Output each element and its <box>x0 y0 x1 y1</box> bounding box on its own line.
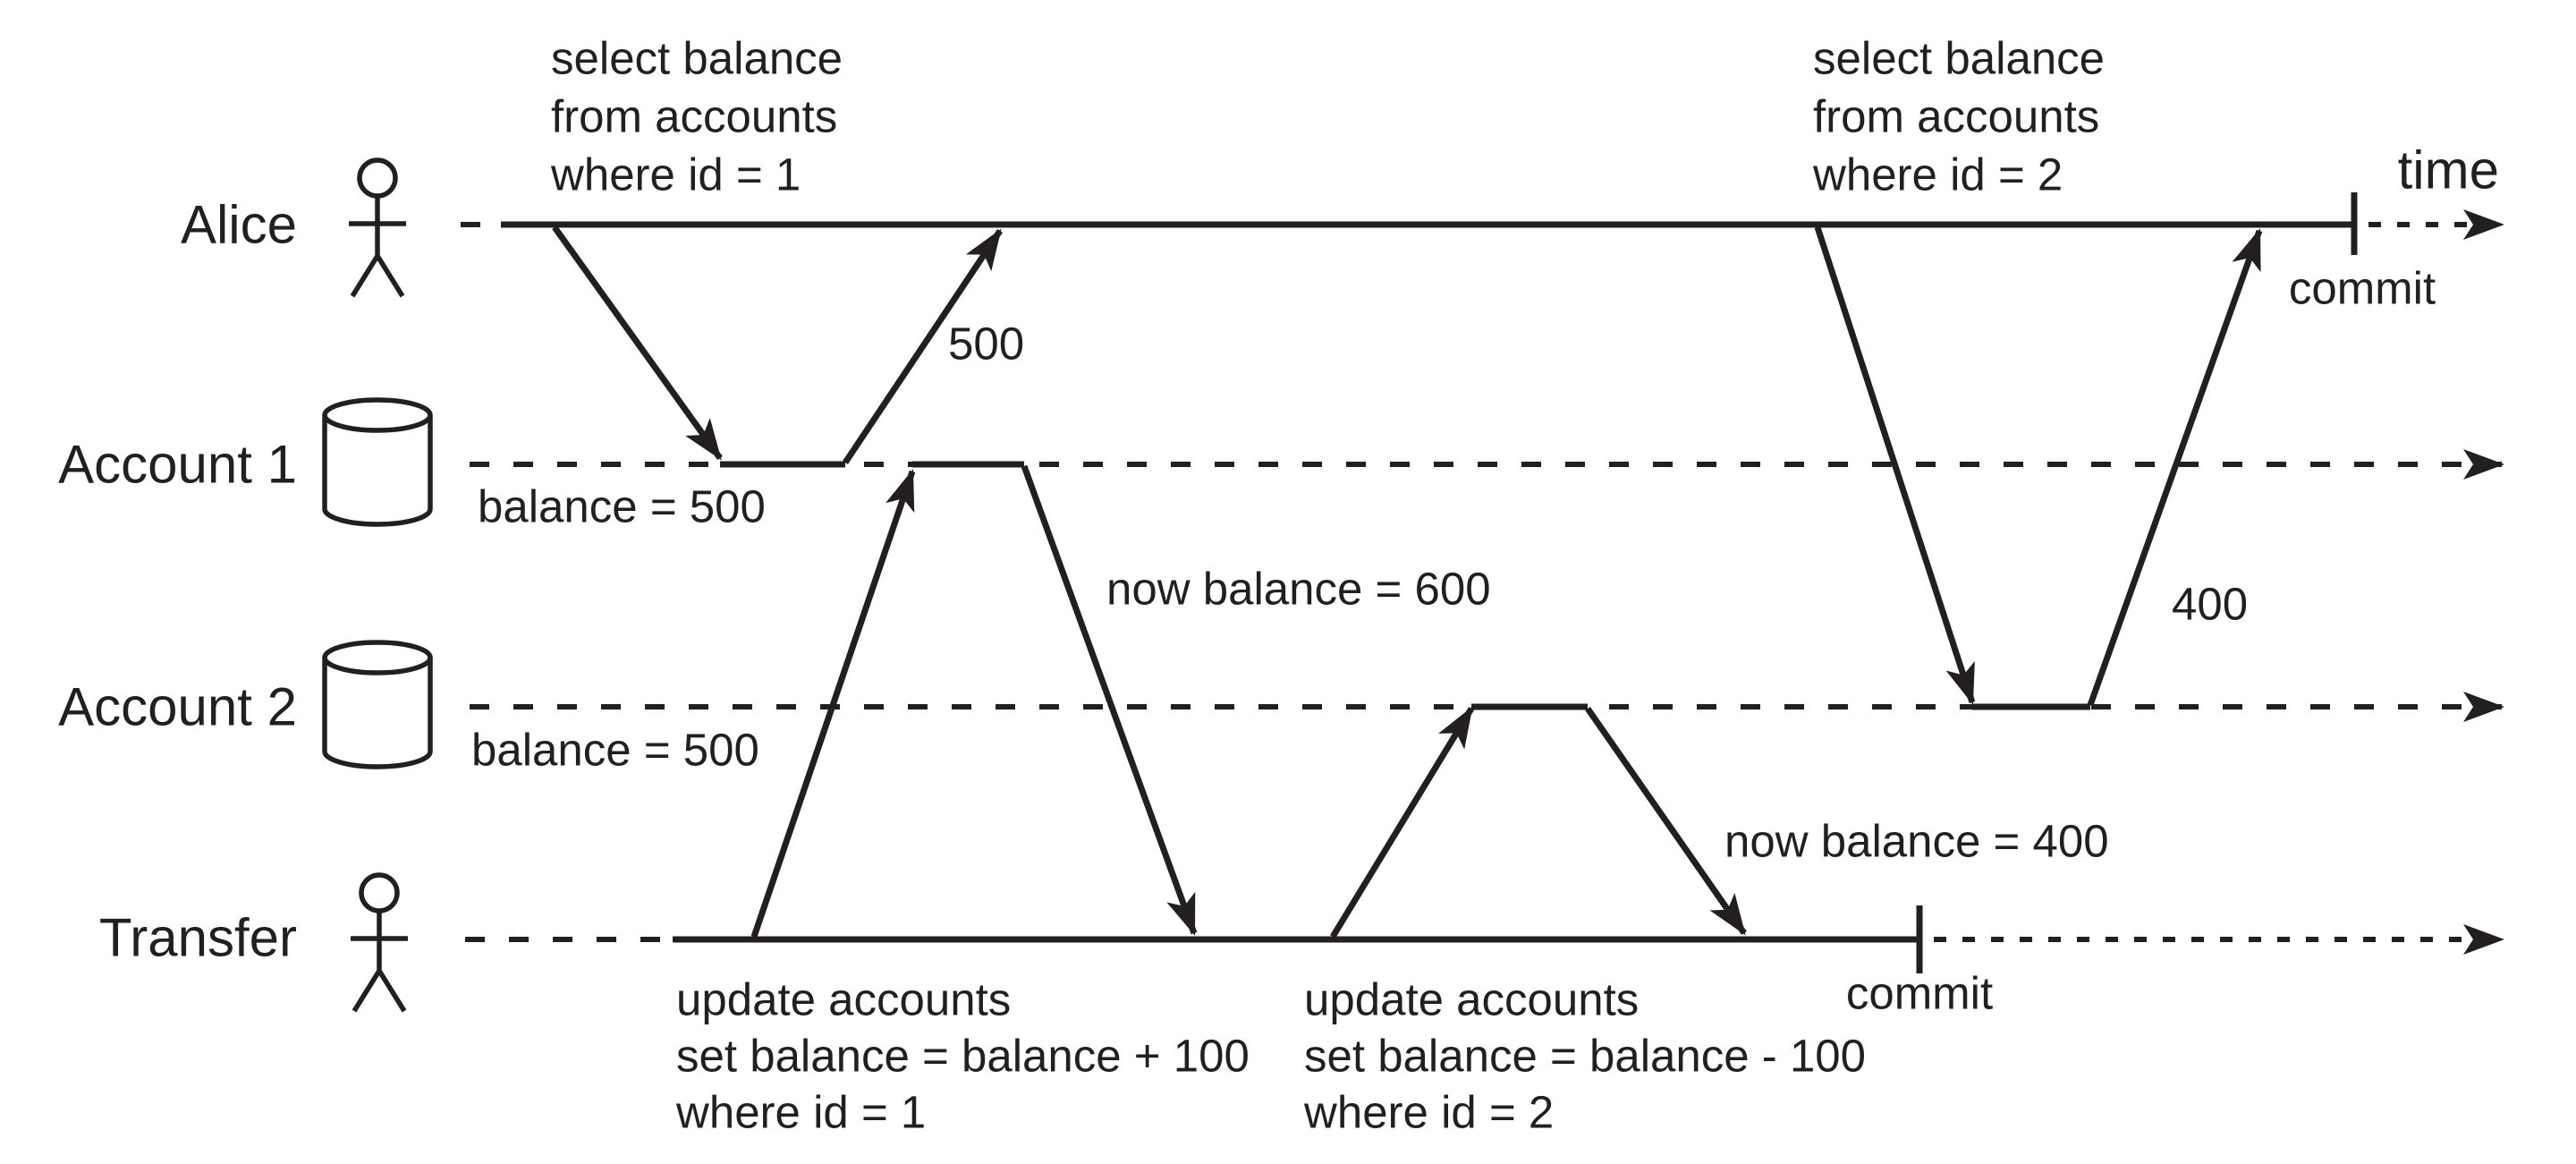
alice-select-2-request-arrow <box>1814 225 1976 705</box>
lane-account1: Account 1 balance = 500 <box>58 397 2504 532</box>
lane-alice-label: Alice <box>181 195 297 255</box>
lane-account2-label: Account 2 <box>58 677 297 737</box>
transfer-update-2-request-arrow <box>1330 706 1474 939</box>
transfer-update-2-ack-arrow <box>1585 706 1747 936</box>
person-icon <box>349 157 406 298</box>
alice-select-2-query-line1: select balance <box>1813 33 2105 84</box>
interaction-transfer-update-2: now balance = 400 update accounts set ba… <box>1303 706 2109 1138</box>
alice-select-1-response-arrow <box>843 228 1003 464</box>
person-icon <box>351 872 408 1013</box>
lane-account1-label: Account 1 <box>58 435 297 495</box>
transfer-update-1-request-arrow <box>750 469 916 939</box>
alice-select-2-returned-value: 400 <box>2172 579 2248 630</box>
alice-select-1-query-line3: where id = 1 <box>550 149 801 200</box>
database-icon <box>322 640 433 769</box>
transfer-update-1-result: now balance = 600 <box>1106 564 1491 615</box>
lane-transfer: Transfer commit <box>99 872 2504 1019</box>
interaction-transfer-update-1: now balance = 600 update accounts set ba… <box>675 464 1491 1138</box>
alice-commit-label: commit <box>2289 263 2436 314</box>
account2-initial-balance: balance = 500 <box>471 725 759 776</box>
transfer-commit-label: commit <box>1846 968 1993 1019</box>
alice-select-1-request-arrow <box>552 225 723 461</box>
alice-select-2-response-arrow <box>2087 228 2263 707</box>
alice-select-2-query-line2: from accounts <box>1813 91 2099 142</box>
transfer-update-1-query-line3: where id = 1 <box>675 1087 926 1138</box>
transfer-update-2-query-line3: where id = 2 <box>1303 1087 1554 1138</box>
database-icon <box>322 397 433 527</box>
lane-transfer-label: Transfer <box>99 908 297 968</box>
lane-account2: Account 2 balance = 500 <box>58 640 2504 776</box>
alice-select-1-query-line2: from accounts <box>551 91 837 142</box>
transfer-update-1-query-line2: set balance = balance + 100 <box>676 1031 1250 1082</box>
transfer-update-1-ack-arrow <box>1021 464 1198 936</box>
lane-alice: Alice commit <box>181 157 2504 314</box>
account1-initial-balance: balance = 500 <box>478 481 766 532</box>
interaction-alice-select-2: select balance from accounts where id = … <box>1812 33 2263 707</box>
transfer-update-1-query-line1: update accounts <box>676 974 1011 1025</box>
alice-select-1-returned-value: 500 <box>948 319 1024 370</box>
transfer-update-2-query-line2: set balance = balance - 100 <box>1304 1031 1866 1082</box>
transfer-update-2-result: now balance = 400 <box>1724 816 2109 867</box>
interaction-alice-select-1: select balance from accounts where id = … <box>550 33 1024 464</box>
transfer-update-2-query-line1: update accounts <box>1304 974 1639 1025</box>
alice-select-2-query-line3: where id = 2 <box>1812 149 2063 200</box>
alice-select-1-query-line1: select balance <box>551 33 843 84</box>
time-axis-label: time <box>2398 140 2499 200</box>
